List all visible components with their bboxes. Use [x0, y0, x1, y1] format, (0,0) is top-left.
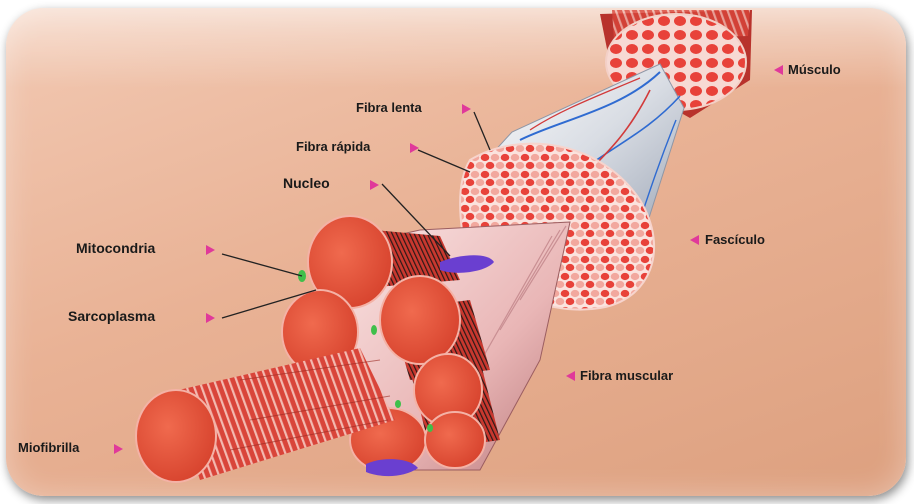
musculo-pointer — [774, 65, 783, 75]
label-miofibrilla: Miofibrilla — [18, 440, 79, 456]
label-sarcoplasma: Sarcoplasma — [68, 308, 155, 324]
mitocondria-pointer — [206, 245, 215, 255]
fibra-muscular-pointer — [566, 371, 575, 381]
label-fasciculo: Fascículo — [705, 232, 765, 248]
label-fibra-rapida: Fibra rápida — [296, 139, 370, 155]
label-fibra-muscular: Fibra muscular — [580, 368, 673, 384]
label-fibra-lenta: Fibra lenta — [356, 100, 422, 116]
fibra-lenta-pointer — [462, 104, 471, 114]
label-nucleo: Nucleo — [283, 175, 330, 191]
myofibril — [136, 348, 395, 482]
fibra-rapida-pointer — [410, 143, 419, 153]
fasciculo-pointer — [690, 235, 699, 245]
label-musculo: Músculo — [788, 62, 841, 78]
sarcoplasma-pointer — [206, 313, 215, 323]
nucleo-pointer — [370, 180, 379, 190]
miofibrilla-pointer — [114, 444, 123, 454]
label-mitocondria: Mitocondria — [76, 240, 155, 256]
